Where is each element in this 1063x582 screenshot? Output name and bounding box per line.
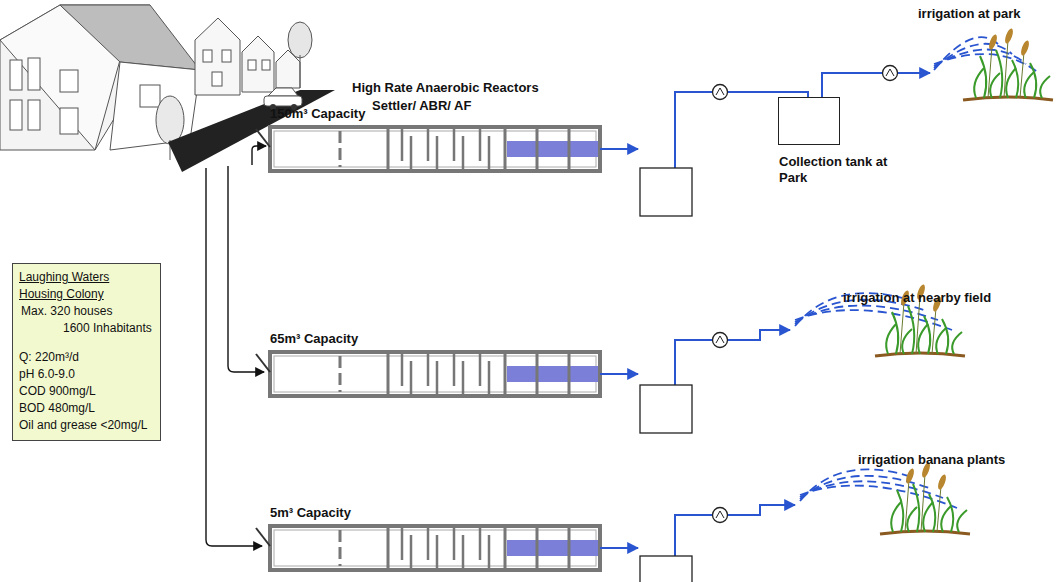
outflow-pipes	[600, 73, 930, 556]
info-text: COD 900mg/L	[19, 383, 152, 400]
reactor: 65m³ Capacity	[270, 352, 600, 396]
info-text: Laughing Waters Housing Colony	[19, 269, 124, 303]
info-box: Laughing Waters Housing ColonyMax. 320 h…	[12, 263, 161, 441]
annotation-label: irrigation at park	[918, 6, 1021, 21]
annotation-label: irrigation at nearby field	[843, 290, 991, 305]
reactor: 150m³ Capacity	[270, 127, 600, 171]
annotation-label: High Rate Anaerobic Reactors	[352, 80, 539, 95]
info-text: BOD 480mg/L	[19, 400, 152, 417]
info-text: 1600 Inhabitants	[19, 320, 152, 337]
annotation-label: irrigation banana plants	[858, 452, 1005, 467]
info-text: pH 6.0-9.0	[19, 366, 152, 383]
reactor: 5m³ Capacity	[270, 526, 600, 570]
tanks	[640, 168, 692, 582]
reactor-illustration	[256, 526, 600, 570]
houses-illustration	[0, 5, 312, 160]
node-heading: 150m³ Capacity	[270, 106, 365, 121]
reactor-illustration	[256, 352, 600, 396]
feed-pipes	[206, 146, 266, 546]
collection-tank: Collection tank at Park	[778, 97, 840, 145]
info-text: Max. 320 houses	[19, 303, 152, 320]
node-heading: Collection tank at Park	[779, 154, 897, 186]
info-text: Q: 220m³/d	[19, 349, 152, 366]
node-heading: 5m³ Capacity	[270, 505, 351, 520]
info-text: Oil and grease <20mg/L	[19, 417, 152, 434]
reactor-illustration	[256, 127, 600, 171]
annotation-label: Settler/ ABR/ AF	[372, 98, 471, 113]
node-heading: 65m³ Capacity	[270, 331, 358, 346]
